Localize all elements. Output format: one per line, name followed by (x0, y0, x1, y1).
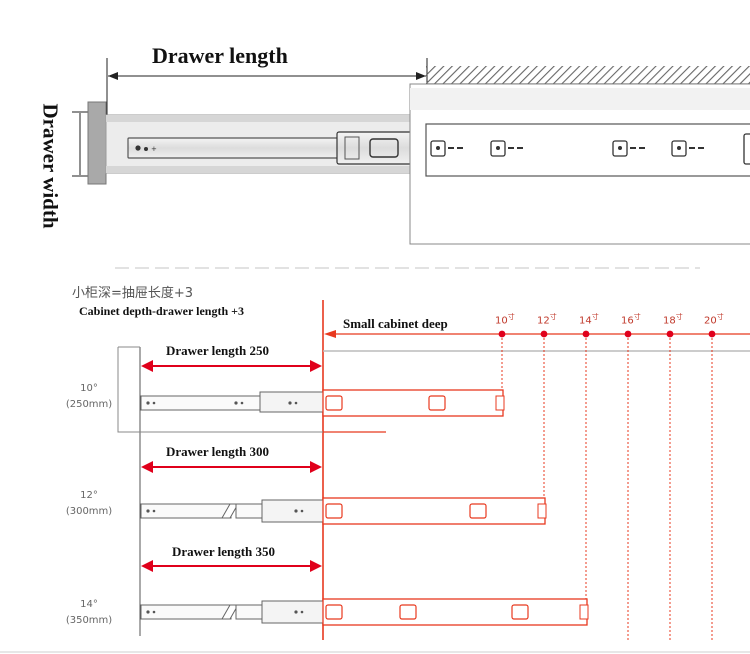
size-bracket (117, 346, 386, 433)
drawer-side-panel: + (87, 101, 427, 185)
svg-text:+: + (151, 145, 157, 153)
drawer-length-350-label: Drawer length 350 (172, 544, 276, 559)
slide-row-250 (140, 389, 505, 417)
drawer-length-title: Drawer length (152, 43, 288, 68)
size-label-300: 12°(300mm) (65, 490, 113, 517)
drawer-length-arrows (141, 360, 322, 572)
tick-14: 14寸 (579, 313, 599, 327)
formula-chinese: 小柜深=抽屉长度+3 (72, 286, 194, 301)
cabinet-section (409, 66, 750, 245)
tick-18: 18寸 (663, 313, 683, 327)
slide-row-300 (140, 497, 547, 525)
drawer-width-label-wrap: Drawer width (30, 80, 70, 250)
small-cabinet-deep-arrow (323, 330, 750, 352)
drawer-width-dimension (72, 111, 88, 177)
inch-tick-markers (498, 330, 716, 640)
slide-row-350 (140, 598, 589, 626)
drawer-width-label: Drawer width (38, 103, 63, 229)
drawer-length-250-label: Drawer length 250 (166, 343, 270, 358)
drawer-length-300-label: Drawer length 300 (166, 444, 270, 459)
tick-20: 20寸 (704, 313, 724, 327)
tick-10: 10寸 (495, 313, 515, 327)
tick-12: 12寸 (537, 313, 557, 327)
size-label-250: 10°(250mm) (65, 383, 113, 410)
small-cabinet-deep-label: Small cabinet deep (343, 316, 448, 331)
tick-16: 16寸 (621, 313, 641, 327)
size-label-350: 14°(350mm) (65, 599, 113, 626)
formula-english: Cabinet depth-drawer length +3 (79, 304, 244, 318)
